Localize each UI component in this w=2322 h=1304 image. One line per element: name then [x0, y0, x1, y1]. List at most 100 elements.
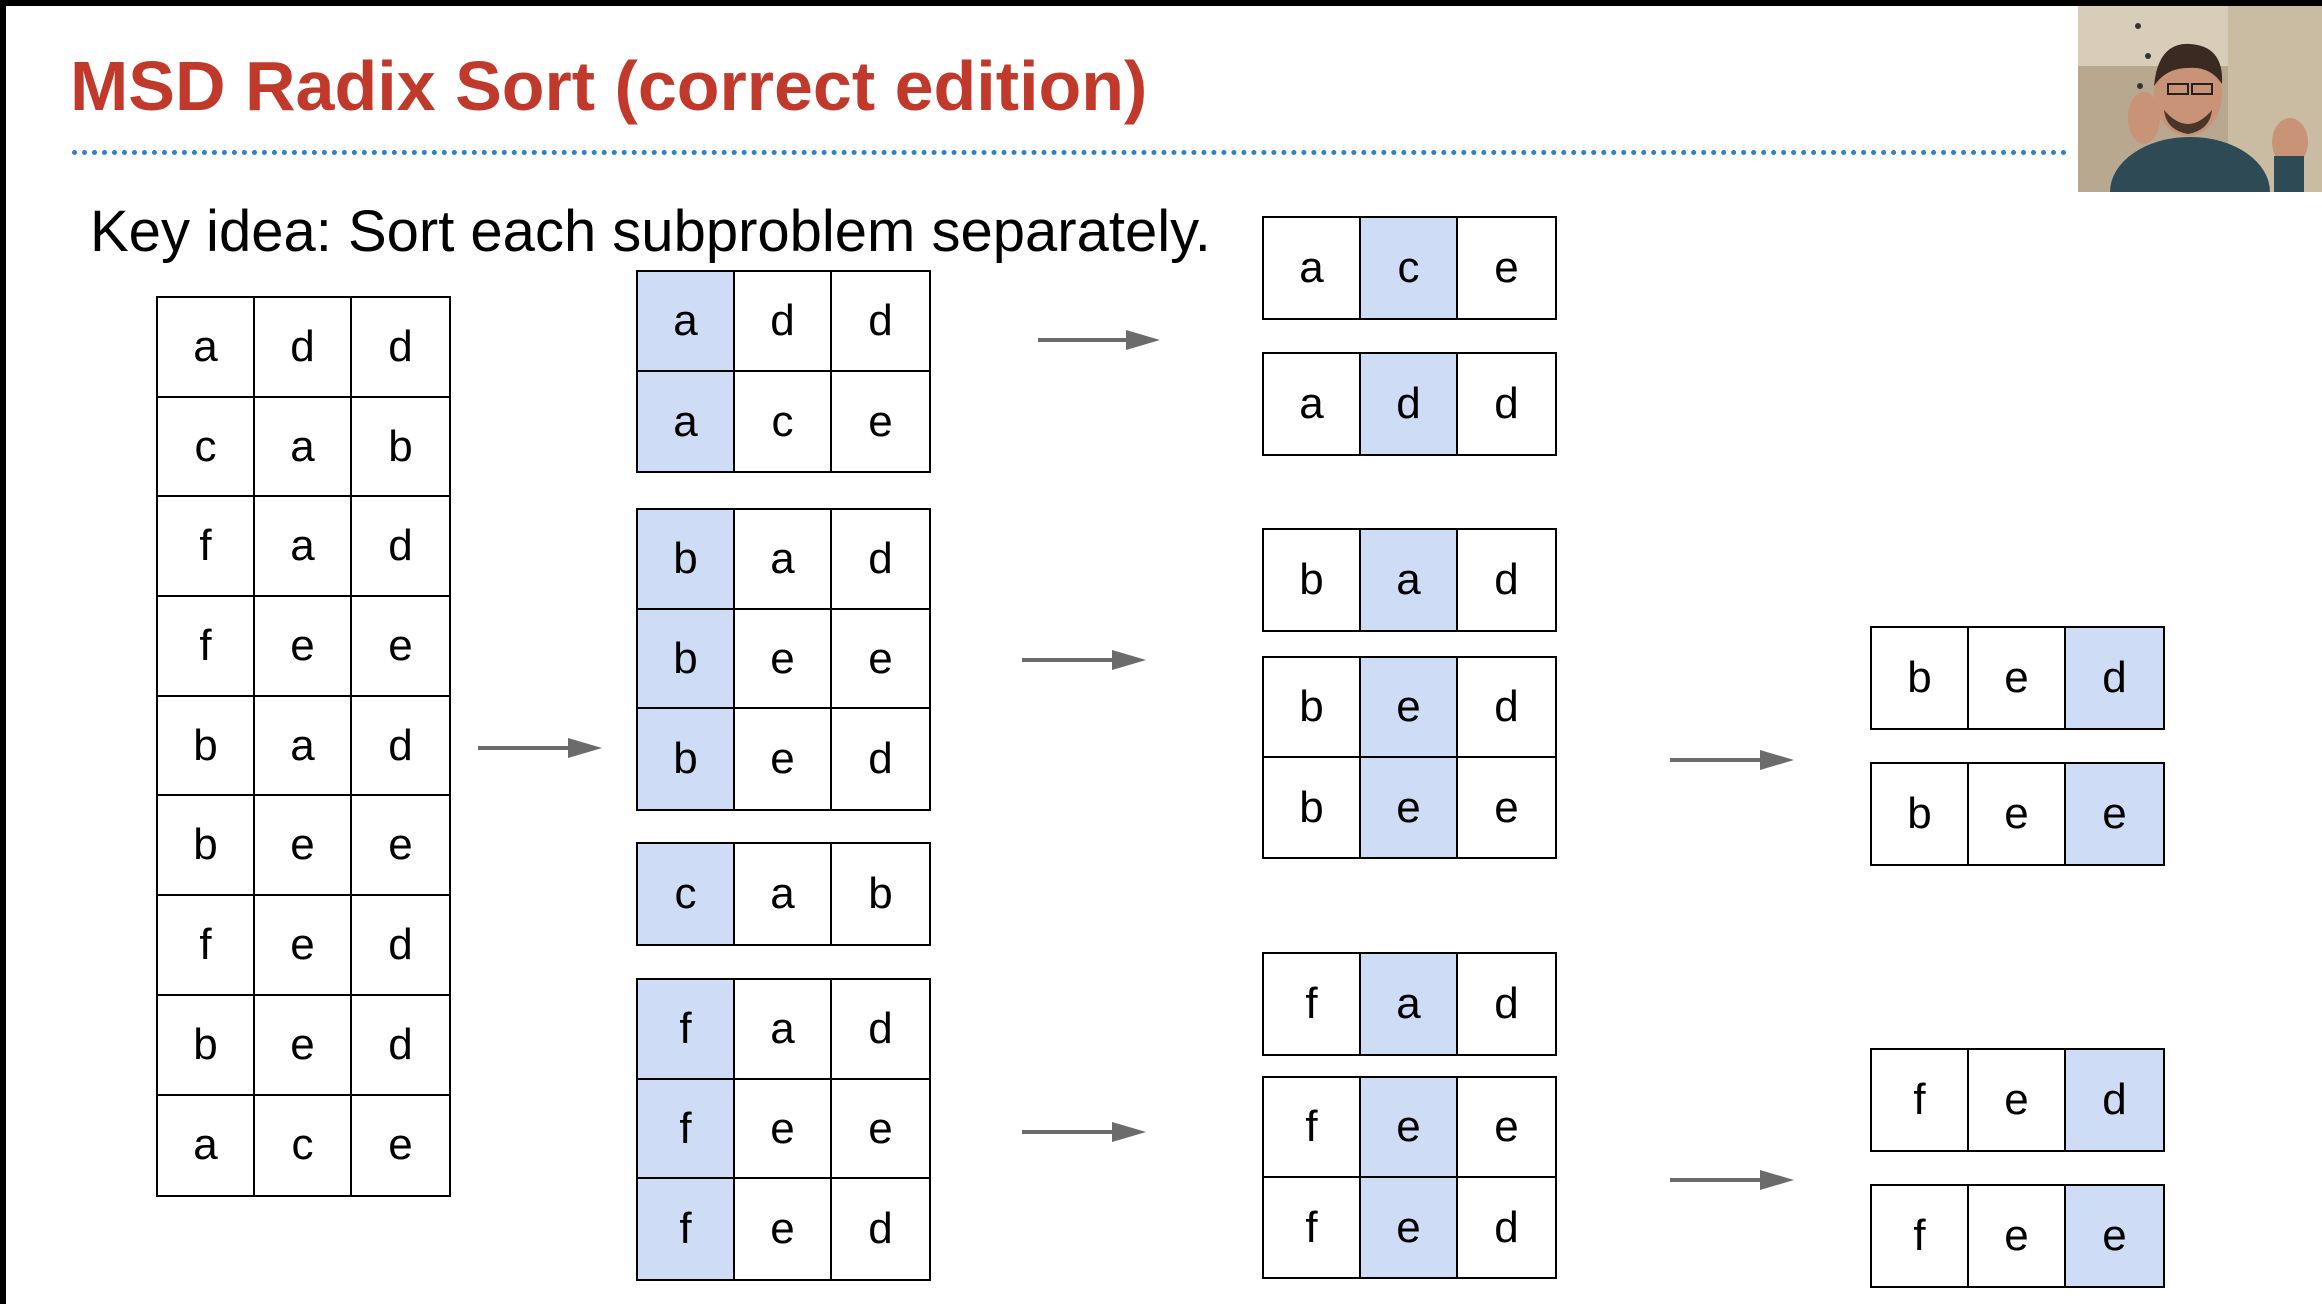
table-cell: d [868, 734, 893, 784]
table-cell: d [352, 697, 449, 797]
table-cell: a [255, 696, 352, 797]
table-cell: e [1361, 1177, 1458, 1278]
table-cell: b [1264, 530, 1361, 630]
table-cell: a [735, 844, 832, 944]
table-cell: f [1264, 1177, 1361, 1278]
table-cell: e [832, 610, 929, 710]
table-cell: e [255, 995, 352, 1096]
table-cell: d [2066, 628, 2163, 728]
table-cell: e [388, 1120, 413, 1170]
table-cell: e [2066, 1186, 2163, 1286]
table-cell: d [2066, 1050, 2163, 1150]
table-cell: d [352, 996, 449, 1096]
table-cell: e [352, 796, 449, 897]
table-cell: e [1361, 757, 1458, 858]
table-cell: a [158, 1095, 255, 1196]
table-cell: e [255, 796, 352, 897]
table-cell: f [638, 980, 735, 1080]
table-cell: e [1969, 628, 2066, 728]
table-cell: f [1264, 1078, 1361, 1178]
table-cell: c [158, 397, 255, 498]
table-cell: d [735, 272, 832, 372]
right-arrow-icon [478, 738, 602, 758]
presenter-webcam-overlay [2078, 6, 2322, 192]
table-cell: d [1361, 354, 1458, 454]
table-cell: a [638, 272, 735, 372]
right-arrow-icon [1670, 750, 1794, 770]
table-cell: d [352, 298, 449, 398]
table-cell: e [352, 597, 449, 697]
table-cell: b [352, 398, 449, 498]
table-cell: e [832, 1080, 929, 1180]
table-cell: b [638, 609, 735, 710]
table-cell: f [638, 1079, 735, 1180]
table-cell: a [1361, 530, 1458, 630]
table-cell: b [638, 709, 735, 810]
key-idea-text: Key idea: Sort each subproblem separatel… [90, 199, 1211, 264]
table-cell: b [158, 995, 255, 1096]
table-cell: e [735, 609, 832, 710]
slide: MSD Radix Sort (correct edition) Key ide… [6, 6, 2322, 1304]
table-cell: d [868, 1204, 893, 1254]
table-cell: a [255, 397, 352, 498]
right-arrow-icon [1022, 1122, 1146, 1142]
right-arrow-icon [1022, 650, 1146, 670]
table-cell: b [158, 796, 255, 897]
table-cell: d [1494, 978, 1519, 1028]
table-cell: a [1264, 218, 1361, 318]
table-cell: d [1494, 1202, 1519, 1252]
right-arrow-icon [1670, 1170, 1794, 1190]
table-cell: e [1361, 658, 1458, 758]
table-cell: b [158, 696, 255, 797]
table-cell: a [1264, 354, 1361, 454]
table-cell: d [832, 980, 929, 1080]
table-cell: f [158, 497, 255, 598]
table-cell: e [1969, 764, 2066, 864]
table-cell: e [1969, 1050, 2066, 1150]
table-cell: f [1872, 1050, 1969, 1150]
table-cell: f [1264, 954, 1361, 1054]
table-cell: e [1458, 1078, 1555, 1178]
table-cell: d [1494, 378, 1519, 428]
table-cell: e [1361, 1078, 1458, 1178]
table-cell: d [352, 896, 449, 996]
table-cell: d [255, 298, 352, 398]
table-cell: e [1969, 1186, 2066, 1286]
table-cell: e [2066, 764, 2163, 864]
right-arrow-icon [1038, 330, 1160, 350]
title-divider [72, 150, 2068, 155]
table-cell: d [832, 510, 929, 610]
table-cell: b [1264, 658, 1361, 758]
table-cell: e [255, 896, 352, 996]
table-cell: c [255, 1095, 352, 1196]
table-cell: d [832, 272, 929, 372]
table-cell: b [638, 510, 735, 610]
table-cell: d [1458, 658, 1555, 758]
table-cell: a [255, 497, 352, 598]
table-cell: e [1494, 782, 1519, 832]
table-cell: a [735, 510, 832, 610]
table-cell: e [735, 1079, 832, 1180]
table-cell: d [352, 497, 449, 598]
table-cell: a [158, 298, 255, 398]
table-cell: f [638, 1179, 735, 1280]
table-cell: a [1361, 954, 1458, 1054]
table-cell: b [1872, 628, 1969, 728]
table-cell: e [868, 396, 893, 446]
table-cell: e [735, 709, 832, 810]
